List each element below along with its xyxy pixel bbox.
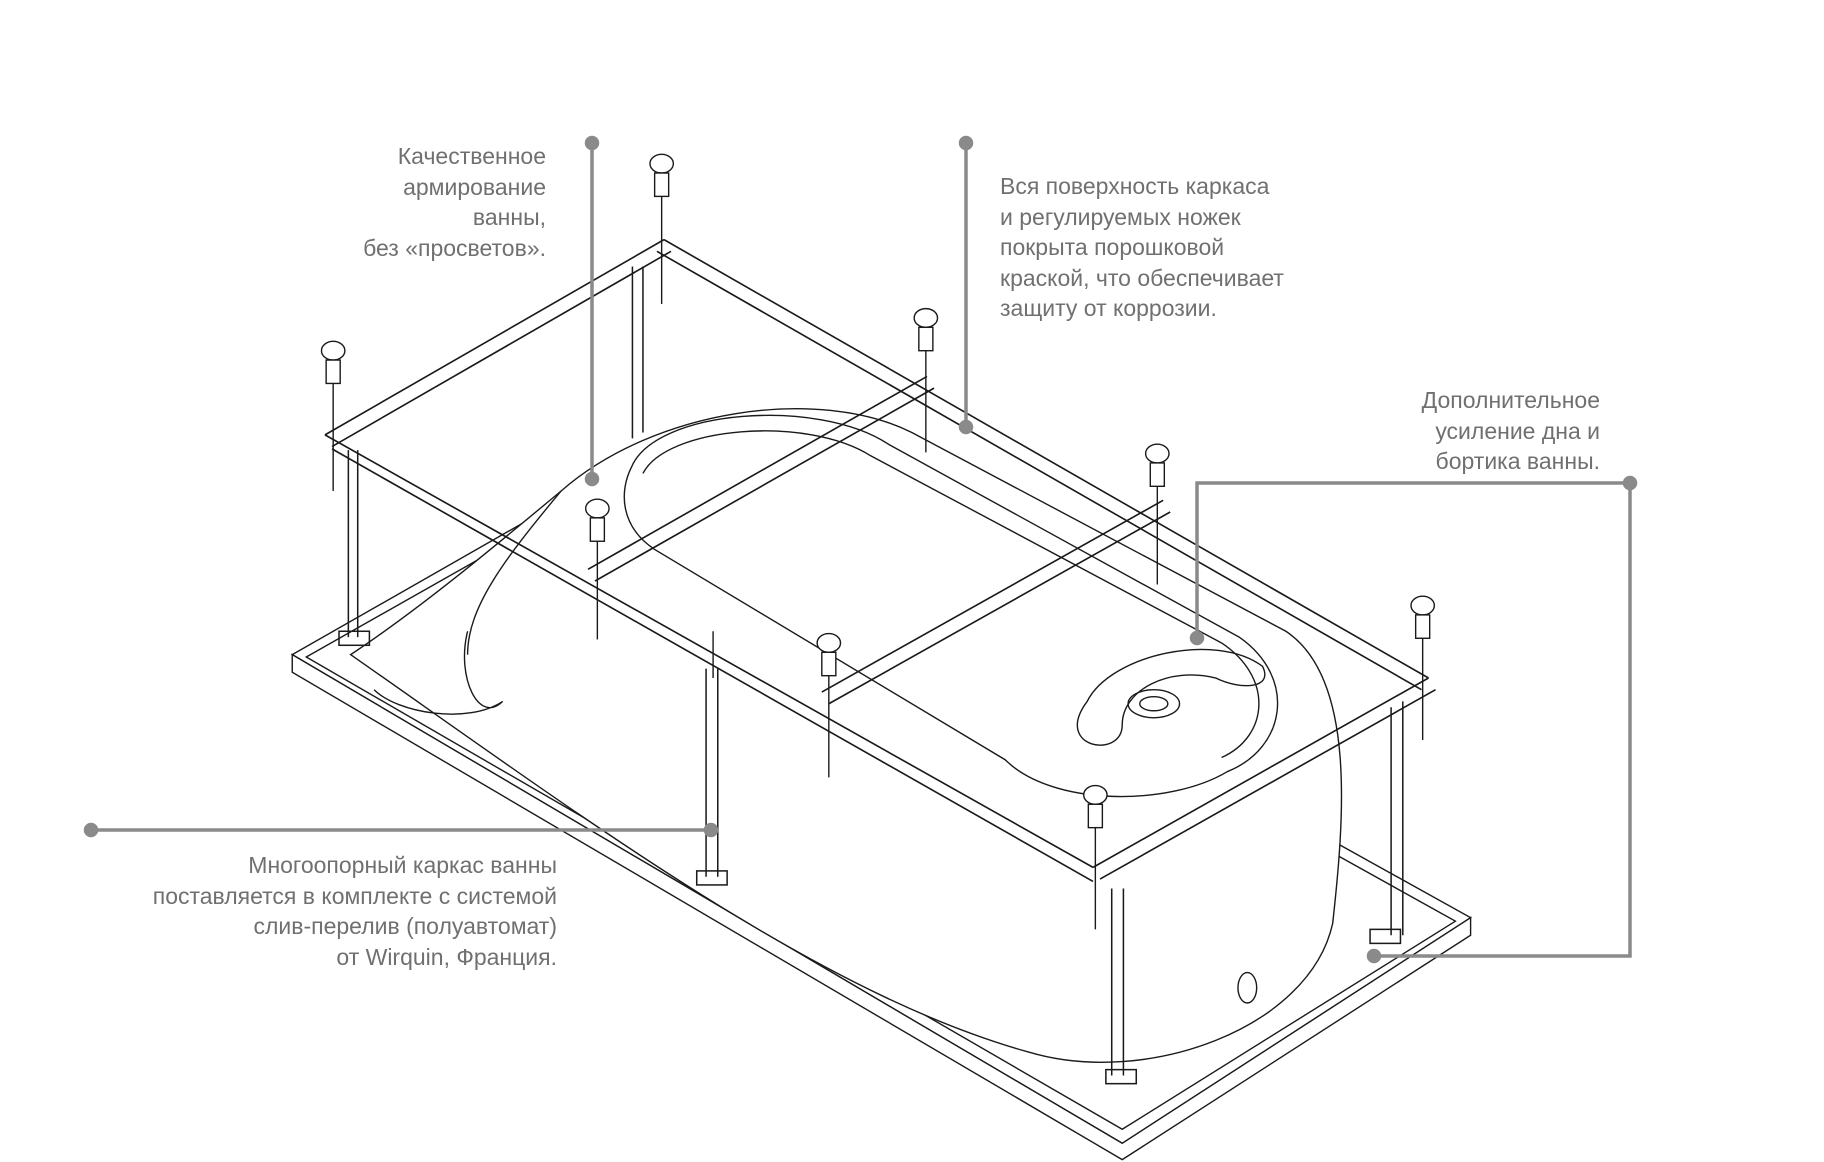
- callout-line: слив-перелив (полуавтомат): [253, 913, 557, 939]
- callout-line: усиление дна и: [1435, 417, 1600, 444]
- callout-line: Вся поверхность каркаса: [1000, 173, 1270, 199]
- callout-bottom-reinforcement: Дополнительное усиление дна и бортика ва…: [1422, 385, 1600, 477]
- callout-line: Качественное: [397, 143, 546, 169]
- callout-line: Дополнительное: [1421, 387, 1600, 413]
- callout-line: армирование: [403, 173, 546, 200]
- callout-line: защиту от коррозии.: [1000, 295, 1217, 321]
- callout-line: и регулируемых ножек: [1000, 203, 1241, 230]
- callout-line: ванны,: [472, 204, 546, 230]
- callout-line: от Wirquin, Франция.: [336, 943, 557, 970]
- callout-line: покрыта порошковой: [1000, 234, 1225, 260]
- tub-body: [349, 408, 1343, 1063]
- callout-line: без «просветов».: [363, 234, 546, 261]
- callout-coating: Вся поверхность каркаса и регулируемых н…: [1000, 171, 1284, 324]
- callout-reinforcement: Качественное армирование ванны, без «про…: [363, 141, 546, 263]
- callout-line: бортика ванны.: [1435, 448, 1600, 474]
- frame-rails: [324, 238, 1436, 883]
- callout-line: поставляется в комплекте с системой: [152, 882, 557, 909]
- leader-lines: [83, 135, 1638, 964]
- callout-line: краской, что обеспечивает: [1000, 264, 1284, 291]
- callout-line: Многоопорный каркас ванны: [248, 852, 557, 878]
- frame-posts: [338, 266, 1404, 1085]
- adjustable-feet: [320, 153, 1436, 930]
- callout-frame: Многоопорный каркас ванны поставляется в…: [153, 850, 557, 972]
